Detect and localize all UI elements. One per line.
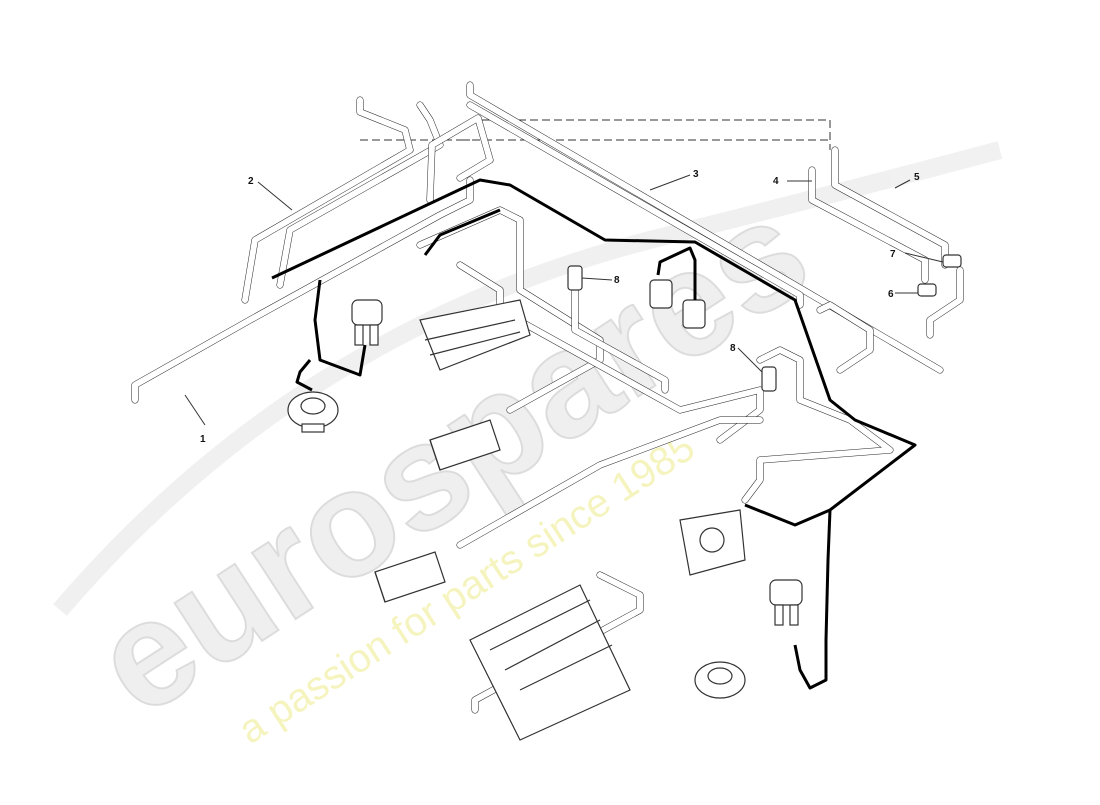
vacuum-hose bbox=[271, 178, 917, 690]
watermark-swoosh bbox=[53, 141, 1003, 616]
callout-8-upper: 8 bbox=[614, 275, 620, 286]
callout-8-lower: 8 bbox=[730, 343, 736, 354]
callout-7: 7 bbox=[890, 249, 896, 260]
egr-valve-lower bbox=[694, 661, 746, 699]
callout-4: 4 bbox=[773, 176, 779, 187]
pipe-1 bbox=[131, 176, 474, 404]
callout-5: 5 bbox=[914, 172, 920, 183]
throttle-body bbox=[679, 509, 746, 576]
callout-2: 2 bbox=[248, 176, 254, 187]
callout-1: 1 bbox=[200, 434, 206, 445]
connector-pair-8b bbox=[761, 366, 777, 392]
connector-pair-8a bbox=[567, 265, 583, 291]
pipe-network bbox=[131, 81, 964, 714]
callout-3: 3 bbox=[693, 169, 699, 180]
callouts: 1 2 3 4 5 6 7 8 8 bbox=[200, 169, 920, 445]
solenoid-lower bbox=[769, 579, 803, 626]
engine-cover-upper bbox=[419, 299, 531, 371]
pipe-long-diagonal bbox=[466, 81, 944, 374]
dashed-reference-lines bbox=[360, 119, 831, 150]
filter-box-lower bbox=[374, 551, 446, 603]
egr-valve-upper bbox=[287, 391, 339, 433]
components bbox=[287, 254, 962, 741]
fittings-6-7 bbox=[917, 254, 962, 297]
intake-manifold-lower bbox=[469, 584, 631, 741]
solenoid-upper bbox=[351, 299, 383, 346]
callout-6: 6 bbox=[888, 289, 894, 300]
pipe-2 bbox=[241, 96, 494, 304]
filter-box-upper bbox=[429, 419, 501, 471]
leader-lines bbox=[184, 174, 944, 426]
pipe-central bbox=[416, 206, 894, 714]
